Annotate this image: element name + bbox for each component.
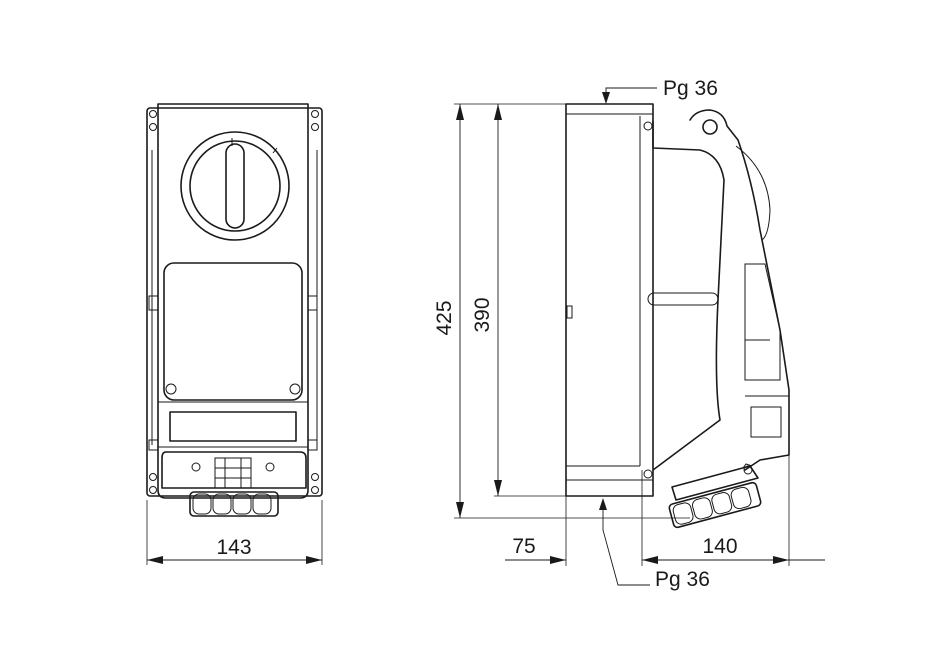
dimension-depth: 75 140 [505, 455, 825, 566]
depth-offset-label: 75 [512, 535, 535, 558]
bottom-gland-label: Pg 36 [655, 568, 710, 591]
front-width-label: 143 [216, 536, 251, 559]
inspection-window [163, 262, 303, 401]
rotary-switch-icon [180, 131, 290, 241]
depth-front-label: 140 [702, 535, 737, 558]
socket-ring-icon [189, 491, 279, 517]
dimension-body-height: 390 [471, 104, 566, 497]
callout-top-gland: Pg 36 [602, 77, 718, 104]
dimension-total-height: 425 [433, 103, 690, 519]
hinge-pin-icon [702, 119, 718, 135]
front-view [146, 103, 323, 517]
socket-housing [161, 451, 307, 489]
top-gland-label: Pg 36 [663, 77, 718, 100]
socket-ring-side-icon [668, 481, 762, 529]
corner-screw-icon [149, 110, 319, 494]
callout-bottom-gland: Pg 36 [599, 498, 710, 591]
enclosure-front [157, 103, 309, 499]
enclosure-side [565, 103, 654, 497]
lid-cover [689, 109, 790, 471]
socket-side [671, 465, 759, 501]
label-strip [169, 411, 297, 442]
dimension-front-width: 143 [146, 500, 323, 565]
body-height-label: 390 [471, 297, 494, 332]
side-view [565, 103, 790, 529]
lid-outline [652, 120, 725, 471]
total-height-label: 425 [433, 300, 456, 335]
